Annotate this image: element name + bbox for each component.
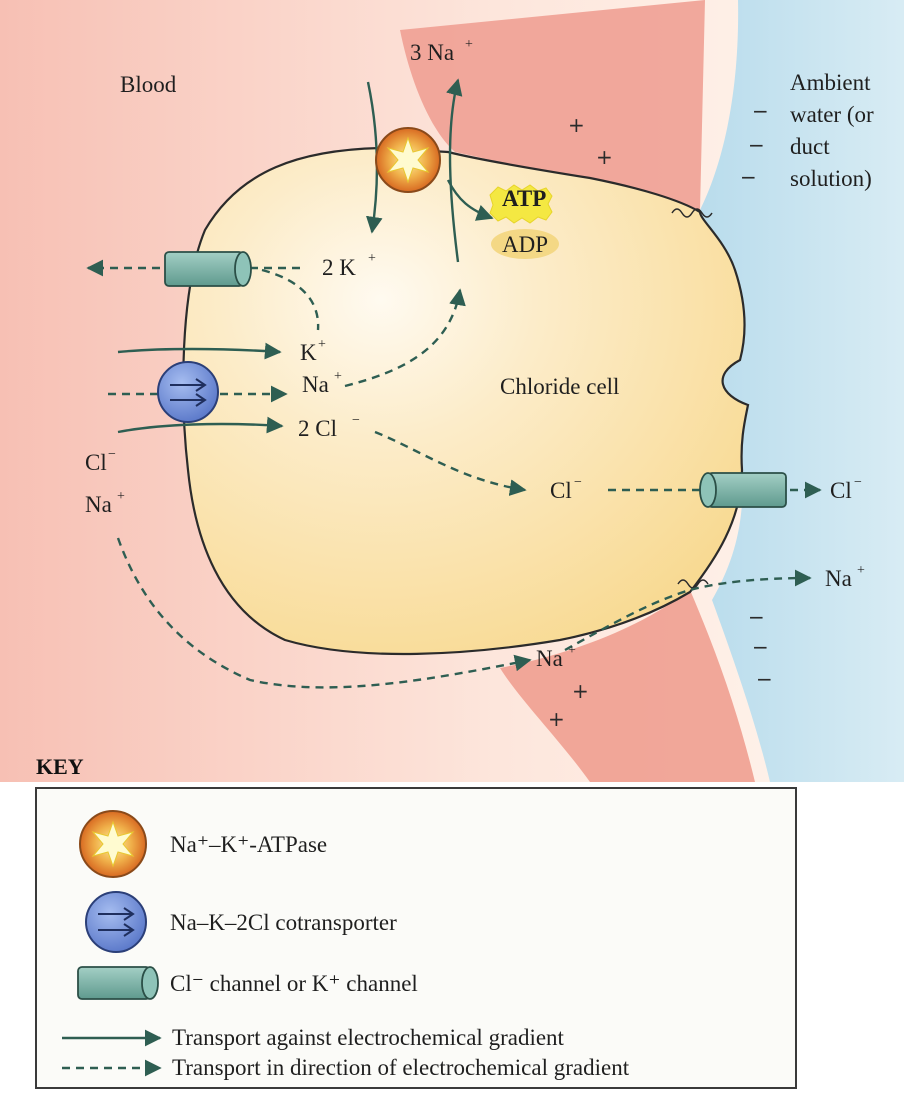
two-k-sup: +	[368, 251, 376, 266]
three-na-label: 3 Na	[410, 40, 454, 65]
plus-sign: +	[596, 145, 613, 169]
cl-left-sup: −	[108, 447, 116, 462]
key-title: KEY	[36, 754, 84, 779]
na-lower-label: Na	[536, 646, 563, 671]
cl-mid-sup: −	[574, 475, 582, 490]
key-cotransporter-icon	[86, 892, 146, 952]
na-lower-sup: +	[568, 643, 576, 658]
ambient-line-4: solution)	[790, 166, 872, 191]
plus-sign: +	[572, 679, 589, 703]
key-atpase-icon	[80, 811, 146, 877]
k-channel	[165, 252, 251, 286]
na-left-label: Na	[85, 492, 112, 517]
k-plus-label: K	[300, 340, 317, 365]
key-cotransporter-label: Na–K–2Cl cotransporter	[170, 910, 397, 935]
na-left-sup: +	[117, 489, 125, 504]
k-plus-sup: +	[318, 337, 326, 352]
key-atpase-label: Na⁺–K⁺-ATPase	[170, 832, 327, 857]
atp-label: ATP	[502, 186, 546, 211]
na-plus-label: Na	[302, 372, 329, 397]
key-channel-icon	[78, 967, 158, 999]
na-out-label: Na	[825, 566, 852, 591]
three-na-sup: +	[465, 37, 473, 52]
minus-sign: −	[756, 667, 773, 691]
minus-sign: −	[752, 99, 769, 123]
ambient-line-3: duct	[790, 134, 830, 159]
minus-sign: −	[748, 605, 765, 629]
na-out-sup: +	[857, 563, 865, 578]
minus-sign: −	[748, 133, 765, 157]
chloride-cell-body	[183, 148, 748, 654]
cl-channel	[700, 473, 786, 507]
ambient-line-2: water (or	[790, 102, 874, 127]
minus-sign: −	[752, 635, 769, 659]
cotransporter	[158, 362, 218, 422]
atpase-pump	[376, 128, 440, 192]
plus-sign: +	[548, 707, 565, 731]
adp-label: ADP	[502, 232, 548, 257]
key-dashed-label: Transport in direction of electrochemica…	[172, 1055, 630, 1080]
key-solid-label: Transport against electrochemical gradie…	[172, 1025, 565, 1050]
key-channel-label: Cl⁻ channel or K⁺ channel	[170, 971, 418, 996]
cl-out-label: Cl	[830, 478, 852, 503]
ambient-line-1: Ambient	[790, 70, 871, 95]
two-cl-sup: −	[352, 413, 360, 428]
chloride-cell-label: Chloride cell	[500, 374, 619, 399]
na-plus-sup: +	[334, 369, 342, 384]
cl-left-label: Cl	[85, 450, 107, 475]
blood-label: Blood	[120, 72, 177, 97]
two-k-label: 2 K	[322, 255, 356, 280]
two-cl-label: 2 Cl	[298, 416, 337, 441]
plus-sign: +	[568, 113, 585, 137]
minus-sign: −	[740, 165, 757, 189]
cl-out-sup: −	[854, 475, 862, 490]
cl-mid-label: Cl	[550, 478, 572, 503]
